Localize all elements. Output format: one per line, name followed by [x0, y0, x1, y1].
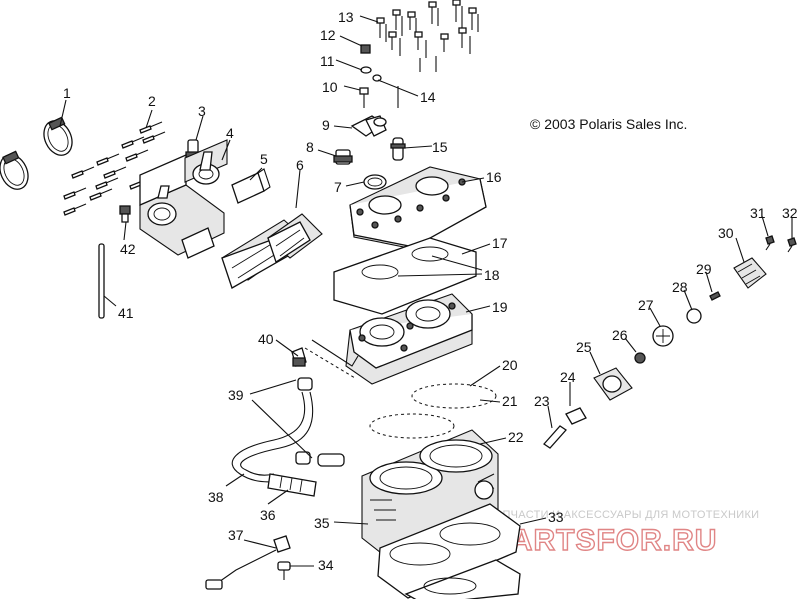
part-label-35: 35 [314, 515, 330, 531]
part-label-38: 38 [208, 489, 224, 505]
sensor-fitting [119, 205, 131, 223]
reed-valve-assemblies [221, 213, 323, 289]
head-small-fasteners [359, 44, 399, 108]
part-label-6: 6 [296, 157, 304, 173]
part-label-24: 24 [560, 369, 576, 385]
bypass-hose-assembly [231, 347, 345, 497]
cylinder-base-rings [369, 383, 497, 439]
part-label-23: 23 [534, 393, 550, 409]
mounting-bolts [63, 121, 166, 216]
part-label-16: 16 [486, 169, 502, 185]
part-label-40: 40 [258, 331, 274, 347]
base-gasket [377, 503, 521, 599]
part-label-39: 39 [228, 387, 244, 403]
part-label-4: 4 [226, 125, 234, 141]
leader-lines [59, 15, 793, 567]
part-label-12: 12 [320, 27, 336, 43]
part-label-27: 27 [638, 297, 654, 313]
part-label-41: 41 [118, 305, 134, 321]
dipstick-rod [98, 243, 105, 319]
watermark-caption: ЗАПЧАСТИ И АКСЕССУАРЫ ДЛЯ МОТОТЕХНИКИ [488, 509, 759, 521]
part-label-1: 1 [63, 85, 71, 101]
part-label-3: 3 [198, 103, 206, 119]
bypass-guide-line [304, 339, 359, 379]
temperature-sensor-harness [205, 535, 291, 590]
part-label-31: 31 [750, 205, 766, 221]
part-label-7: 7 [334, 179, 342, 195]
part-number-labels: 1 2 3 4 5 6 7 8 9 10 11 12 13 14 15 16 1… [63, 9, 798, 573]
part-label-13: 13 [338, 9, 354, 25]
part-label-21: 21 [502, 393, 518, 409]
part-label-34: 34 [318, 557, 334, 573]
part-label-30: 30 [718, 225, 734, 241]
part-label-18: 18 [484, 267, 500, 283]
part-label-17: 17 [492, 235, 508, 251]
part-label-37: 37 [228, 527, 244, 543]
watermark-brand: PARTSFOR.RU [492, 524, 717, 557]
reed-spacers [181, 168, 271, 259]
part-label-15: 15 [432, 139, 448, 155]
part-label-36: 36 [260, 507, 276, 523]
part-label-33: 33 [548, 509, 564, 525]
part-label-25: 25 [576, 339, 592, 355]
watermark: ЗАПЧАСТИ И АКСЕССУАРЫ ДЛЯ МОТОТЕХНИКИ PA… [488, 509, 759, 558]
part-label-19: 19 [492, 299, 508, 315]
part-label-8: 8 [306, 139, 314, 155]
cylinder-head-cover [349, 166, 487, 248]
part-label-5: 5 [260, 151, 268, 167]
intake-adapter [139, 139, 228, 256]
part-label-42: 42 [120, 241, 136, 257]
hose-clamps [0, 116, 73, 190]
part-label-29: 29 [696, 261, 712, 277]
part-label-32: 32 [782, 205, 798, 221]
head-bolt-set [376, 0, 479, 72]
copyright-notice: © 2003 Polaris Sales Inc. [530, 116, 687, 132]
part-label-28: 28 [672, 279, 688, 295]
cylinder-head [345, 293, 473, 385]
part-label-11: 11 [320, 53, 335, 69]
part-label-26: 26 [612, 327, 628, 343]
water-pump-assembly [543, 235, 797, 449]
part-label-2: 2 [148, 93, 156, 109]
part-label-22: 22 [508, 429, 524, 445]
part-label-20: 20 [502, 357, 518, 373]
part-label-9: 9 [322, 117, 330, 133]
part-label-10: 10 [322, 79, 338, 95]
thermostat-housing [333, 115, 406, 190]
cylinder-block [361, 429, 499, 561]
part-label-14: 14 [420, 89, 436, 105]
